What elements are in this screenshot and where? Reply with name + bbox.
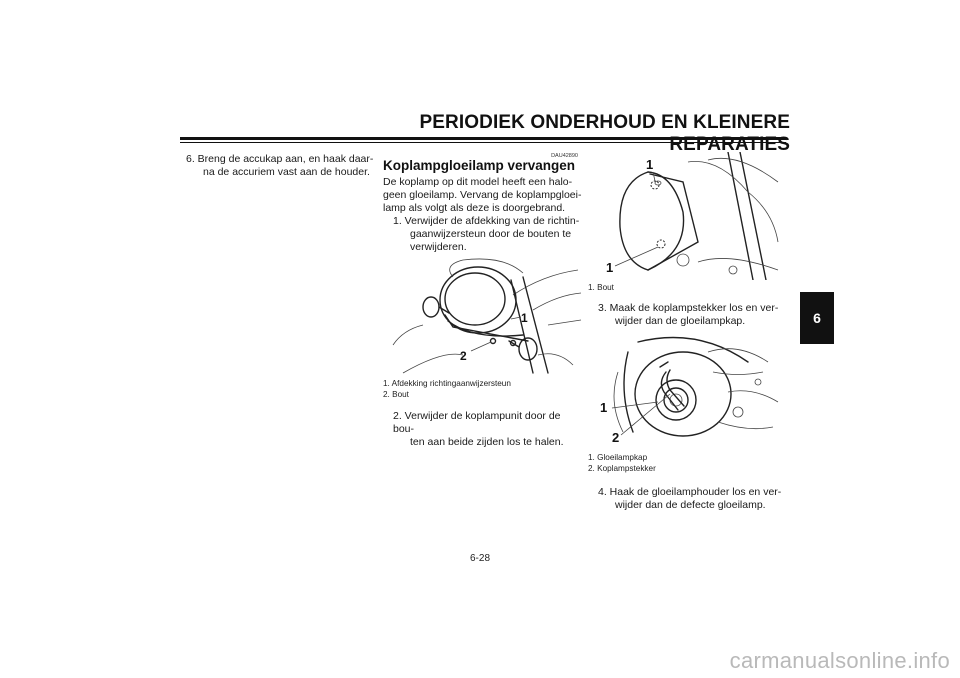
page-title: PERIODIEK ONDERHOUD EN KLEINERE REPARATI… — [419, 112, 790, 155]
step-3-line: 3. Maak de koplampstekker los en ver- — [598, 302, 779, 314]
page-number: 6-28 — [469, 553, 490, 564]
step-1-line: 1. Verwijder de afdekking van de richtin… — [393, 215, 580, 227]
step-2: 2. Verwijder de koplampunit door de bou-… — [393, 410, 583, 449]
figure-label-1: 1 — [600, 400, 607, 415]
figure-label-2: 2 — [460, 349, 467, 363]
watermark: carmanualsonline.info — [729, 648, 950, 673]
section-title: Koplampgloeilamp vervangen — [383, 158, 576, 173]
intro-line: De koplamp op dit model heeft een halo- — [383, 176, 573, 188]
step-4-line: wijder dan de defecte gloeilamp. — [615, 499, 766, 511]
caption-line: 2. Bout — [383, 390, 409, 399]
step-1-line: gaanwijzersteun door de bouten te — [410, 228, 572, 240]
step-6-line-1: 6. Breng de accukap aan, en haak daar- — [186, 153, 374, 165]
caption-line: 1. Bout — [588, 283, 614, 292]
caption-line: 2. Koplampstekker — [588, 464, 656, 473]
step-1: 1. Verwijder de afdekking van de richtin… — [393, 215, 583, 254]
chapter-tab: 6 — [800, 292, 834, 344]
figure-label-2: 2 — [612, 430, 619, 445]
step-3: 3. Maak de koplampstekker los en ver- wi… — [598, 302, 783, 328]
step-6-line-2: na de accuriem vast aan de houder. — [203, 166, 370, 178]
step-4-line: 4. Haak de gloeilamphouder los en ver- — [598, 486, 782, 498]
header-rule-thick — [180, 137, 786, 140]
figure-label-1-bottom: 1 — [606, 260, 613, 275]
caption-line: 1. Gloeilampkap — [588, 453, 648, 462]
intro-line: lamp als volgt als deze is doorgebrand. — [383, 202, 566, 214]
step-4: 4. Haak de gloeilamphouder los en ver- w… — [598, 486, 783, 512]
intro-paragraph: De koplamp op dit model heeft een halo- … — [383, 176, 583, 215]
caption-line: 1. Afdekking richtingaanwijzersteun — [383, 379, 511, 388]
step-3-line: wijder dan de gloeilampkap. — [615, 315, 746, 327]
figure-headlight-front: 1 2 — [392, 258, 582, 374]
figure-label-1: 1 — [521, 311, 528, 325]
intro-line: geen gloeilamp. Vervang de koplampgloei- — [383, 189, 582, 201]
figure-caption-right-1: 1. Bout — [588, 282, 783, 293]
figure-headlight-side: 1 1 — [606, 152, 779, 280]
figure-bulb-cover: 1 2 — [600, 336, 779, 445]
figure-caption-right-2: 1. Gloeilampkap 2. Koplampstekker — [588, 452, 783, 474]
figure-label-1-top: 1 — [646, 157, 653, 172]
left-step-6: 6. Breng de accukap aan, en haak daar- n… — [186, 153, 376, 179]
step-2-line: ten aan beide zijden los te halen. — [410, 436, 564, 448]
step-2-line: 2. Verwijder de koplampunit door de bou- — [393, 410, 561, 435]
section-code: DAU42890 — [551, 153, 578, 159]
step-1-line: verwijderen. — [410, 241, 467, 253]
figure-caption-mid: 1. Afdekking richtingaanwijzersteun 2. B… — [383, 378, 583, 400]
header-rule-thin — [180, 142, 786, 143]
